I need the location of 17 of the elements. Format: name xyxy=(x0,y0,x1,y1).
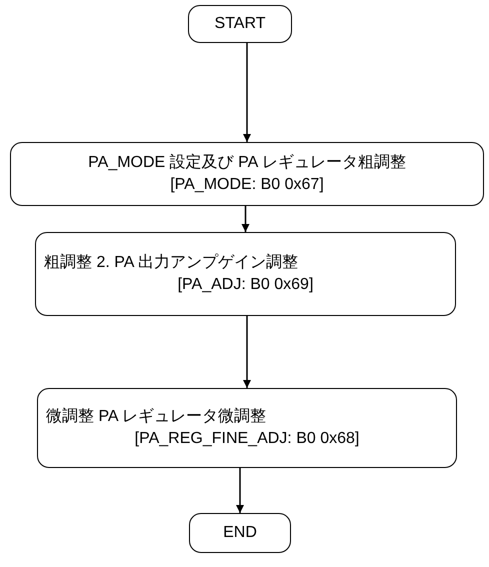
step-label: END xyxy=(222,523,258,543)
arrow xyxy=(243,316,251,388)
terminal-box xyxy=(189,513,291,553)
process-box xyxy=(35,232,456,316)
register-label: [PA_REG_FINE_ADJ: B0 0x68] xyxy=(134,429,360,449)
arrow xyxy=(243,43,251,142)
register-label: [PA_MODE: B0 0x67] xyxy=(169,175,325,195)
register-label: [PA_ADJ: B0 0x69] xyxy=(176,275,314,295)
terminal-box xyxy=(188,5,292,43)
step-label: 粗調整 2. PA 出力アンプゲイン調整 xyxy=(43,252,299,273)
step-label: START xyxy=(214,14,266,34)
process-box xyxy=(10,142,484,206)
arrow xyxy=(242,206,250,232)
step-label: 微調整 PA レギュレータ微調整 xyxy=(45,406,268,427)
step-label: PA_MODE 設定及び PA レギュレータ粗調整 xyxy=(87,152,407,173)
process-box xyxy=(37,388,457,468)
arrow xyxy=(236,468,244,513)
